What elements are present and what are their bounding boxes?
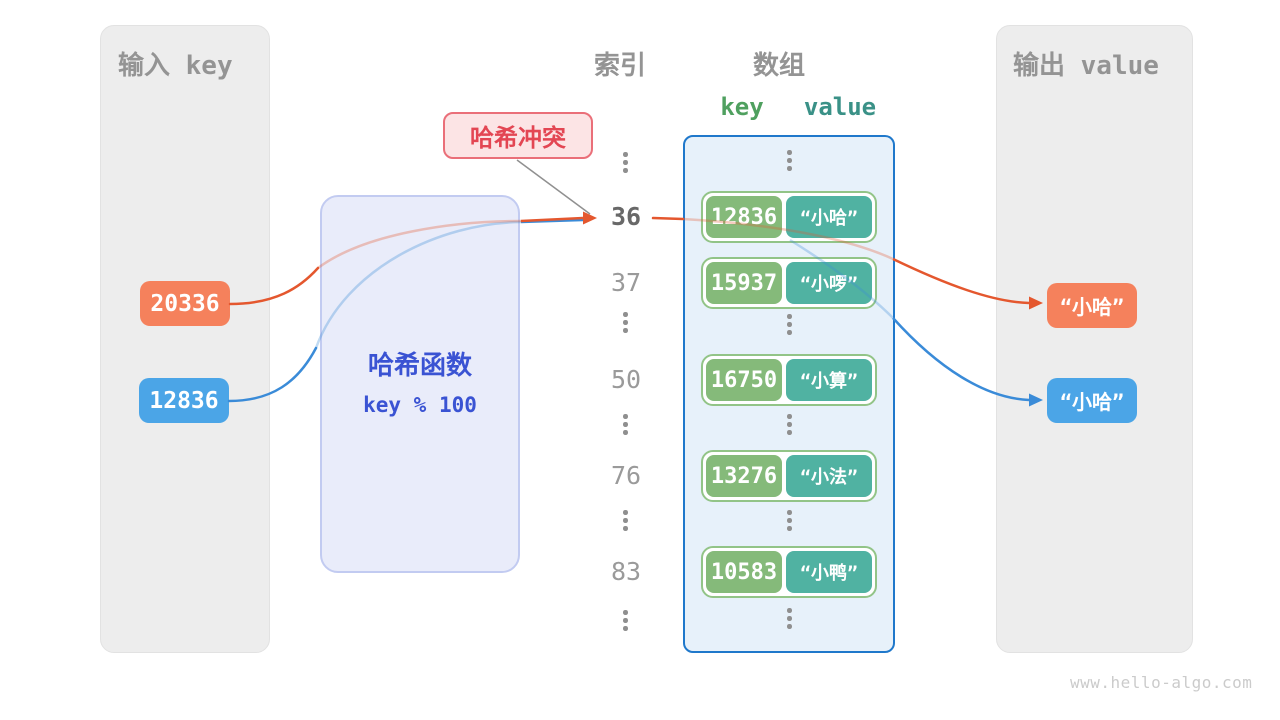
collision-pointer-line [516,159,591,215]
hash-function-formula: key % 100 [363,393,477,417]
blue-to-index-line [520,218,584,224]
orange-index-to-array-line [651,216,685,221]
entry-value: “小法” [786,455,872,497]
array-ellipsis-dots [787,314,792,335]
array-ellipsis-dots [787,608,792,629]
index-column-title: 索引 [593,51,646,81]
entry-value: “小算” [786,359,872,401]
input-panel-title: 输入 key [118,51,233,81]
hash-function-title: 哈希函数 [367,350,472,380]
hash-collision-badge: 哈希冲突 [443,112,593,159]
output-value-orange: “小哈” [1047,283,1137,328]
index-ellipsis-dots [623,610,628,631]
output-value-blue: “小哈” [1047,378,1137,423]
hash-function-box: 哈希函数 key % 100 [320,195,520,573]
index-ellipsis-dots [623,510,628,531]
array-value-header: value [803,93,877,121]
array-entry-row: 13276 “小法” [701,450,877,502]
output-panel [996,25,1193,653]
array-entry-row: 10583 “小鸭” [701,546,877,598]
array-key-header: key [720,93,764,121]
index-ellipsis-dots [623,152,628,173]
array-ellipsis-dots [787,414,792,435]
index-arrowhead-icon [583,211,597,225]
input-panel [100,25,270,653]
entry-key: 15937 [706,262,782,304]
entry-key: 12836 [706,196,782,238]
orange-to-index-line [520,216,584,223]
entry-key: 13276 [706,455,782,497]
entry-value: “小鸭” [786,551,872,593]
index-label-36: 36 [610,202,642,231]
array-ellipsis-dots [787,510,792,531]
entry-value: “小啰” [786,262,872,304]
entry-key: 10583 [706,551,782,593]
entry-key: 16750 [706,359,782,401]
index-label-83: 83 [610,557,642,586]
input-key-12836: 12836 [139,378,229,423]
array-entry-row: 15937 “小啰” [701,257,877,309]
array-title: 数组 [752,51,805,81]
entry-value: “小哈” [786,196,872,238]
output-panel-title: 输出 value [1013,51,1159,81]
array-entry-row: 16750 “小算” [701,354,877,406]
array-ellipsis-dots [787,150,792,171]
array-entry-row: 12836 “小哈” [701,191,877,243]
watermark: www.hello-algo.com [1070,673,1253,692]
index-label-50: 50 [610,365,642,394]
input-key-20336: 20336 [140,281,230,326]
index-ellipsis-dots [623,414,628,435]
index-label-76: 76 [610,461,642,490]
index-ellipsis-dots [623,312,628,333]
index-label-37: 37 [610,268,642,297]
